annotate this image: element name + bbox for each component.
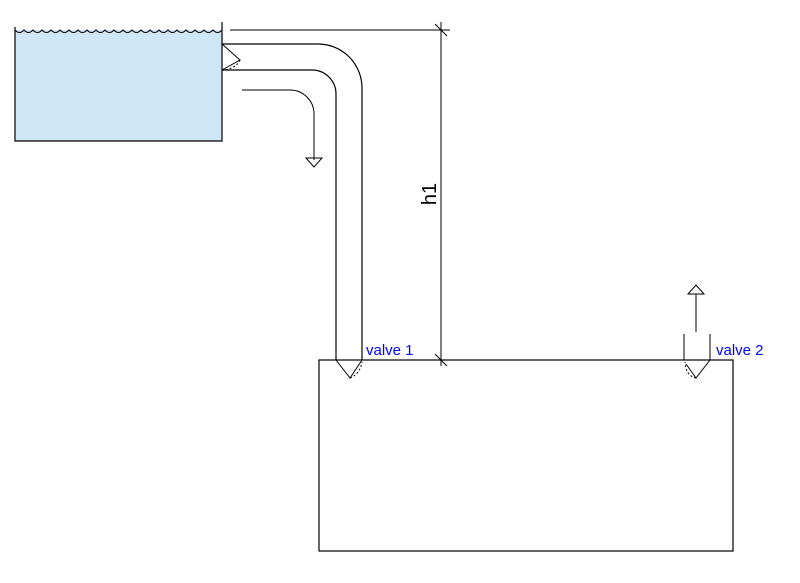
water-surface-waves — [14, 29, 223, 33]
upper-reservoir — [14, 22, 223, 142]
lower-tank — [318, 359, 734, 552]
valve-2-label: valve 2 — [716, 342, 764, 359]
flow-arrow-down — [242, 89, 324, 168]
pipe-outer-wall — [222, 43, 363, 360]
tank-body — [318, 359, 734, 552]
valve-2: valve 2 — [683, 284, 764, 379]
pipe-inner-wall — [222, 69, 337, 360]
height-label: h1 — [419, 183, 441, 205]
valve-1-label: valve 1 — [366, 342, 414, 359]
reservoir-water — [15, 30, 222, 141]
reservoir-outlet-valve — [221, 43, 241, 71]
connecting-pipe — [222, 43, 363, 360]
reservoir-walls — [14, 22, 223, 142]
height-dimension: h1 — [230, 22, 450, 367]
valve-1: valve 1 — [335, 342, 414, 379]
